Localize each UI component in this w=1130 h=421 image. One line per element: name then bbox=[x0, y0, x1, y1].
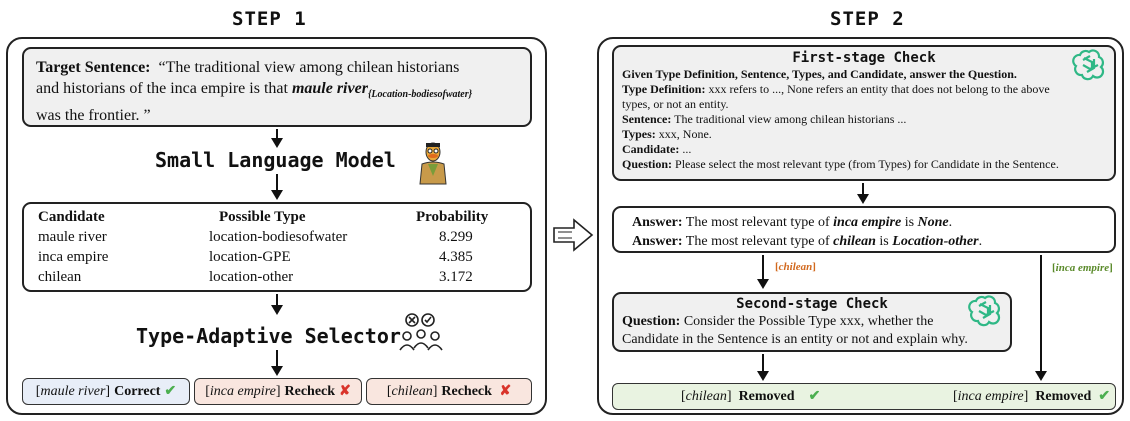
cross-icon: ✘ bbox=[339, 384, 351, 399]
candidate-label: Candidate: bbox=[622, 142, 680, 156]
second-stage-check-box: Second-stage Check Question: Consider th… bbox=[612, 292, 1012, 352]
cell-type: location-GPE bbox=[209, 249, 291, 265]
step-transition-arrow-icon bbox=[553, 218, 594, 252]
step2-panel bbox=[597, 37, 1124, 415]
step2-title: STEP 2 bbox=[830, 8, 905, 30]
target-label: Target Sentence: bbox=[36, 59, 151, 76]
sentence-label: Sentence: bbox=[622, 112, 672, 126]
candidate-table: Candidate Possible Type Probability maul… bbox=[22, 202, 532, 292]
people-selection-icon bbox=[399, 313, 443, 351]
answer-row: Answer: The most relevant type of chilea… bbox=[632, 234, 983, 249]
cell-prob: 8.299 bbox=[439, 229, 473, 245]
check-icon: ✔ bbox=[808, 389, 821, 404]
arrow-to-selector bbox=[271, 294, 283, 315]
slm-label: Small Language Model bbox=[155, 148, 396, 172]
question-text: Please select the most relevant type (fr… bbox=[675, 157, 1059, 171]
final-result-chilean: [chilean] Removed ✔ bbox=[681, 389, 821, 404]
step1-panel bbox=[6, 37, 547, 415]
result-tag-maule-river: [maule river] Correct ✔ bbox=[22, 378, 190, 405]
target-text-3: was the frontier. ” bbox=[36, 107, 151, 125]
cell-prob: 4.385 bbox=[439, 249, 473, 265]
target-sentence-box: Target Sentence: “The traditional view a… bbox=[22, 47, 532, 127]
chatgpt-logo-icon bbox=[968, 295, 1001, 327]
branch-left-label: [chilean] bbox=[775, 261, 816, 273]
second-question-text-2: Candidate in the Sentence is an entity o… bbox=[622, 332, 968, 347]
cell-candidate: chilean bbox=[38, 269, 82, 285]
second-stage-title: Second-stage Check bbox=[736, 296, 888, 312]
arrow-branch-right bbox=[1035, 255, 1047, 381]
table-header-candidate: Candidate bbox=[38, 209, 105, 225]
first-stage-instruction: Given Type Definition, Sentence, Types, … bbox=[622, 67, 1017, 81]
first-stage-check-box: First-stage Check Given Type Definition,… bbox=[612, 45, 1116, 181]
result-verdict: Recheck bbox=[441, 383, 492, 399]
result-entity: chilean bbox=[391, 383, 433, 399]
arrow-to-final bbox=[757, 354, 769, 381]
chatgpt-logo-icon bbox=[1072, 49, 1105, 81]
type-def-text-2: types, or not an entity. bbox=[622, 97, 729, 111]
question-label: Question: bbox=[622, 157, 673, 171]
result-verdict: Recheck bbox=[284, 383, 336, 399]
cell-type: location-other bbox=[209, 269, 294, 285]
arrow-to-answers bbox=[857, 183, 869, 204]
result-entity: maule river bbox=[40, 383, 106, 399]
cell-prob: 3.172 bbox=[439, 269, 473, 285]
second-question-text: Consider the Possible Type xxx, whether … bbox=[683, 314, 934, 329]
arrow-to-table bbox=[271, 174, 283, 200]
first-stage-title: First-stage Check bbox=[792, 50, 936, 66]
arrow-to-results bbox=[271, 350, 283, 376]
candidate-text: ... bbox=[682, 142, 692, 156]
result-verdict: Correct bbox=[114, 383, 161, 399]
step1-title: STEP 1 bbox=[232, 8, 307, 30]
branch-right-label: [inca empire] bbox=[1052, 262, 1113, 274]
target-subscript: {Location-bodiesofwater} bbox=[367, 89, 473, 101]
cross-icon: ✘ bbox=[495, 384, 512, 399]
answers-box: Answer: The most relevant type of inca e… bbox=[612, 206, 1116, 253]
arrow-branch-left bbox=[757, 255, 769, 289]
cell-type: location-bodiesofwater bbox=[209, 229, 348, 245]
types-label: Types: bbox=[622, 127, 656, 141]
type-def-label: Type Definition: bbox=[622, 82, 706, 96]
result-entity: inca empire bbox=[209, 383, 276, 399]
target-entity: maule river bbox=[291, 80, 368, 97]
type-def-text: xxx refers to ..., None refers an entity… bbox=[708, 82, 1050, 96]
answer-row: Answer: The most relevant type of inca e… bbox=[632, 215, 953, 230]
target-text-2: and historians of the inca empire is tha… bbox=[36, 80, 288, 97]
sentence-text: The traditional view among chilean histo… bbox=[674, 112, 907, 126]
final-result-inca-empire: [inca empire] Removed ✔ bbox=[953, 389, 1111, 404]
bert-muppet-icon bbox=[419, 142, 447, 185]
selector-label: Type-Adaptive Selector bbox=[136, 324, 401, 348]
cell-candidate: inca empire bbox=[38, 249, 109, 265]
result-tag-inca-empire: [inca empire] Recheck ✘ bbox=[194, 378, 362, 405]
second-question-label: Question: bbox=[622, 314, 681, 329]
table-header-probability: Probability bbox=[416, 209, 489, 225]
target-text-1: “The traditional view among chilean hist… bbox=[158, 59, 460, 76]
arrow-to-slm bbox=[271, 129, 283, 148]
cell-candidate: maule river bbox=[38, 229, 107, 245]
check-icon: ✔ bbox=[164, 384, 177, 399]
types-text: xxx, None. bbox=[658, 127, 712, 141]
table-header-type: Possible Type bbox=[219, 209, 306, 225]
check-icon: ✔ bbox=[1098, 389, 1111, 404]
final-result-bar: [chilean] Removed ✔ [inca empire] Remove… bbox=[612, 383, 1116, 410]
result-tag-chilean: [chilean] Recheck ✘ bbox=[366, 378, 532, 405]
